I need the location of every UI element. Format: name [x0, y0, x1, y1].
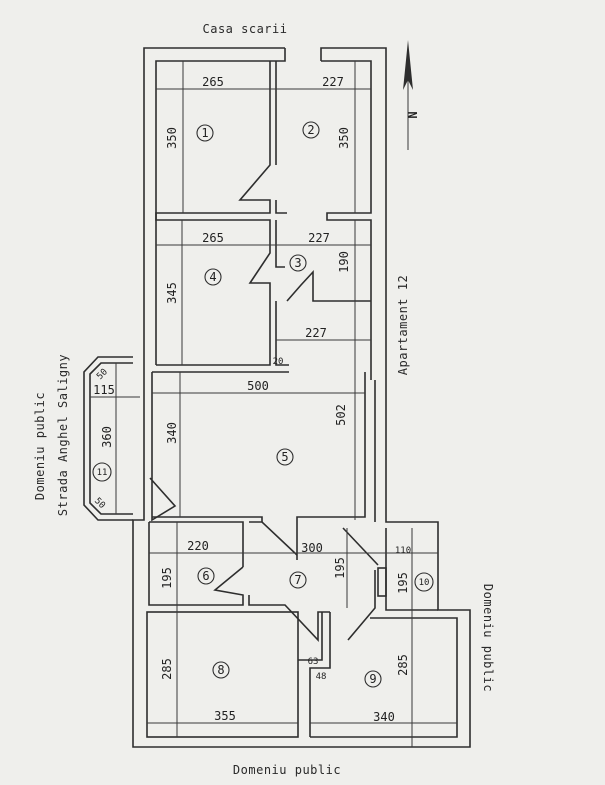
dim: 227: [305, 326, 327, 340]
room-number: 5: [281, 450, 288, 464]
dim: 195: [396, 572, 410, 594]
dim: 340: [165, 422, 179, 444]
dim: 115: [93, 383, 115, 397]
walls: [83, 47, 471, 748]
room-number: 4: [209, 270, 216, 284]
dim: 355: [214, 709, 236, 723]
north-label: N: [405, 111, 419, 118]
dim: 190: [337, 251, 351, 273]
dim: 48: [316, 672, 327, 682]
dim: 350: [337, 127, 351, 149]
dim: 63: [308, 657, 319, 667]
dim: 220: [187, 539, 209, 553]
room-number: 2: [307, 123, 314, 137]
dim: 285: [160, 658, 174, 680]
dim: 195: [333, 557, 347, 579]
dimension-labels: 265 227 350 350 265 227 190 345 227 20 5…: [92, 75, 411, 724]
dim: 500: [247, 379, 269, 393]
north-arrow-icon: N: [403, 40, 419, 150]
room-markers: 1 2 3 4 5 6 7 8 9 10 11: [92, 121, 434, 688]
dim: 110: [395, 546, 411, 556]
dim: 20: [273, 357, 284, 367]
room-number: 3: [294, 256, 301, 270]
dim: 227: [322, 75, 344, 89]
dim: 300: [301, 541, 323, 555]
left-public-domain-label: Domeniu public: [33, 392, 47, 500]
room-number: 6: [202, 569, 209, 583]
dim: 265: [202, 231, 224, 245]
dim: 345: [165, 282, 179, 304]
room-number: 1: [201, 126, 208, 140]
stairwell-label: Casa scarii: [203, 22, 288, 36]
dim: 502: [334, 404, 348, 426]
bottom-public-domain-label: Domeniu public: [233, 763, 341, 777]
dimension-lines: [90, 61, 457, 747]
dim: 350: [165, 127, 179, 149]
right-public-domain-label: Domeniu public: [481, 584, 495, 692]
room-number: 11: [97, 468, 108, 478]
dim: 360: [100, 426, 114, 448]
street-label: Strada Anghel Saligny: [56, 354, 70, 516]
dim: 195: [160, 567, 174, 589]
dim: 285: [396, 654, 410, 676]
room-number: 7: [294, 573, 301, 587]
neighbor-apartment-label: Apartament 12: [396, 275, 410, 375]
room-number: 8: [217, 663, 224, 677]
room-number: 10: [419, 578, 430, 588]
room-number: 9: [369, 672, 376, 686]
dim: 227: [308, 231, 330, 245]
dim: 340: [373, 710, 395, 724]
dim: 265: [202, 75, 224, 89]
